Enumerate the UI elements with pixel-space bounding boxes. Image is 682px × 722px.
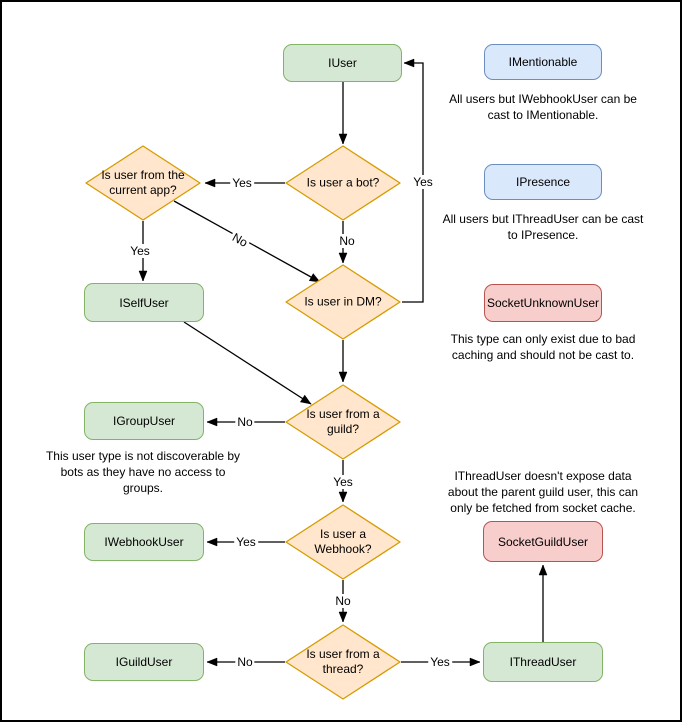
decision-is-dm: Is user in DM? — [285, 264, 401, 340]
node-iwebhookuser: IWebhookUser — [84, 523, 204, 561]
node-iguilduser: IGuildUser — [84, 643, 204, 681]
edge-label-thread-yes: Yes — [428, 655, 452, 669]
node-ithreaduser: IThreadUser — [483, 642, 603, 682]
decision-label: Is user a Webhook? — [314, 527, 372, 556]
edge-label-thread-no: No — [235, 655, 255, 669]
decision-is-guild: Is user from a guild? — [285, 384, 401, 460]
diamond-shape — [285, 624, 401, 700]
edge-label-bot-no: No — [337, 234, 357, 248]
decision-is-webhook: Is user a Webhook? — [285, 504, 401, 580]
diamond-shape — [85, 145, 201, 221]
diamond-shape — [285, 504, 401, 580]
node-socketunknownuser: SocketUnknownUser — [484, 284, 602, 322]
node-socketguilduser: SocketGuildUser — [483, 521, 603, 562]
node-igroupuser: IGroupUser — [84, 402, 204, 440]
note-igroupuser: This user type is not discoverable by bo… — [45, 449, 241, 495]
edge-label-guild-yes: Yes — [331, 475, 355, 489]
node-imentionable: IMentionable — [484, 44, 602, 80]
diamond-shape — [285, 264, 401, 340]
diamond-shape — [285, 145, 401, 221]
note-ipresence: All users but IThreadUser can be cast to… — [442, 212, 644, 242]
edge-iselfuser-to-isguild — [183, 321, 312, 405]
decision-label: Is user a bot? — [306, 175, 380, 190]
node-ipresence: IPresence — [484, 164, 602, 200]
decision-is-bot: Is user a bot? — [285, 145, 401, 221]
decision-label: Is user from a guild? — [306, 407, 380, 436]
decision-is-thread: Is user from a thread? — [285, 624, 401, 700]
edge-label-bot-yes: Yes — [230, 176, 254, 190]
diamond-shape — [285, 384, 401, 460]
decision-label: Is user in DM? — [304, 294, 382, 309]
note-imentionable: All users but IWebhookUser can be cast t… — [449, 92, 637, 122]
node-iselfuser: ISelfUser — [84, 283, 204, 322]
edge-label-current-app-yes: Yes — [128, 244, 152, 258]
note-socketunknownuser: This type can only exist due to bad cach… — [450, 332, 636, 362]
node-iuser: IUser — [283, 44, 402, 82]
edge-label-guild-no: No — [235, 415, 255, 429]
edge-label-webhook-yes: Yes — [234, 535, 258, 549]
decision-is-current-app: Is user from the current app? — [85, 145, 201, 221]
note-ithreaduser: IThreadUser doesn't expose data about th… — [447, 469, 639, 515]
decision-label: Is user from the current app? — [101, 168, 185, 197]
edge-label-webhook-no: No — [333, 594, 353, 608]
edge-label-dm-yes: Yes — [411, 175, 435, 189]
decision-label: Is user from a thread? — [306, 647, 380, 676]
